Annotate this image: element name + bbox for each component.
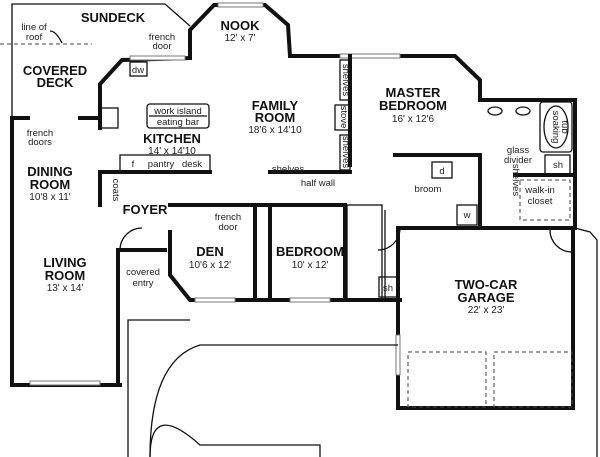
label-nook: NOOK <box>221 18 261 33</box>
note-half-wall: half wall <box>301 178 335 189</box>
note-french-door-den-2: door <box>218 222 237 233</box>
note-stove: stove <box>338 106 349 129</box>
annotations: line of roof french door dw work island … <box>21 22 570 294</box>
note-covered-entry-2: entry <box>132 278 153 289</box>
note-dryer: d <box>439 166 444 177</box>
note-fridge: f <box>132 159 135 170</box>
note-glass-divider-2: divider <box>504 155 532 166</box>
size-dining-room: 10'8 x 11' <box>29 192 71 203</box>
note-washer: w <box>463 210 471 221</box>
label-foyer: FOYER <box>123 202 168 217</box>
note-broom: broom <box>415 184 442 195</box>
size-den: 10'6 x 12' <box>189 260 231 271</box>
label-dining-room-1: DINING <box>27 164 73 179</box>
label-den: DEN <box>196 244 223 259</box>
room-labels: SUNDECK NOOK 12' x 7' COVERED DECK KITCH… <box>23 10 518 316</box>
label-kitchen: KITCHEN <box>143 131 201 146</box>
size-master-bedroom: 16' x 12'6 <box>392 114 435 125</box>
note-work-island: work island <box>153 106 202 117</box>
windows <box>29 2 401 386</box>
note-desk: desk <box>182 159 202 170</box>
size-kitchen: 14' x 14'10 <box>148 146 196 157</box>
label-family-room-2: ROOM <box>255 110 295 125</box>
label-family-room-1: FAMILY <box>252 98 299 113</box>
note-dishwasher: dw <box>132 65 144 76</box>
label-master-bedroom-2: BEDROOM <box>379 98 447 113</box>
note-french-door-nook-1: french <box>149 32 175 43</box>
note-walk-in: walk-in <box>524 185 555 196</box>
note-soaking-tub-1: soaking <box>550 111 561 144</box>
size-nook: 12' x 7' <box>224 33 255 44</box>
note-line-of-roof-1: line of <box>21 22 47 33</box>
size-family-room: 18'6 x 14'10 <box>248 125 302 136</box>
note-coats: coats <box>110 179 121 202</box>
note-closet: closet <box>528 196 553 207</box>
note-pantry: pantry <box>148 159 175 170</box>
note-french-door-den-1: french <box>215 212 241 223</box>
label-living-room-2: ROOM <box>45 268 85 283</box>
label-master-bedroom-1: MASTER <box>386 85 442 100</box>
note-covered-entry-1: covered <box>126 267 160 278</box>
note-shelves-horizontal: shelves <box>272 164 304 175</box>
label-garage-1: TWO-CAR <box>455 277 518 292</box>
note-shower-hall: sh <box>383 283 393 294</box>
note-soaking-tub-2: tub <box>559 120 570 133</box>
note-shelves-lower: shelves <box>340 136 351 168</box>
label-garage-2: GARAGE <box>457 290 514 305</box>
label-covered-deck-2: DECK <box>37 75 74 90</box>
walkway <box>127 227 598 457</box>
note-french-door-nook-2: door <box>152 41 171 52</box>
note-shower-master: sh <box>553 160 563 171</box>
note-french-doors-1: french <box>27 128 53 139</box>
note-eating-bar: eating bar <box>157 117 199 128</box>
note-shelves-upper: shelves <box>340 64 351 96</box>
note-line-of-roof-2: roof <box>26 32 43 43</box>
deck-outline <box>0 3 191 118</box>
note-shelves-closet: shelves <box>510 164 521 196</box>
note-french-doors-2: doors <box>28 137 52 148</box>
fixtures <box>99 59 573 408</box>
label-bedroom: BEDROOM <box>276 244 344 259</box>
note-glass-divider-1: glass <box>507 145 529 156</box>
label-dining-room-2: ROOM <box>30 177 70 192</box>
label-covered-deck-1: COVERED <box>23 63 87 78</box>
exterior-walls <box>10 3 577 410</box>
size-garage: 22' x 23' <box>468 305 505 316</box>
size-bedroom: 10' x 12' <box>292 260 329 271</box>
label-sundeck: SUNDECK <box>81 10 146 25</box>
label-living-room-1: LIVING <box>43 255 86 270</box>
size-living-room: 13' x 14' <box>47 283 84 294</box>
